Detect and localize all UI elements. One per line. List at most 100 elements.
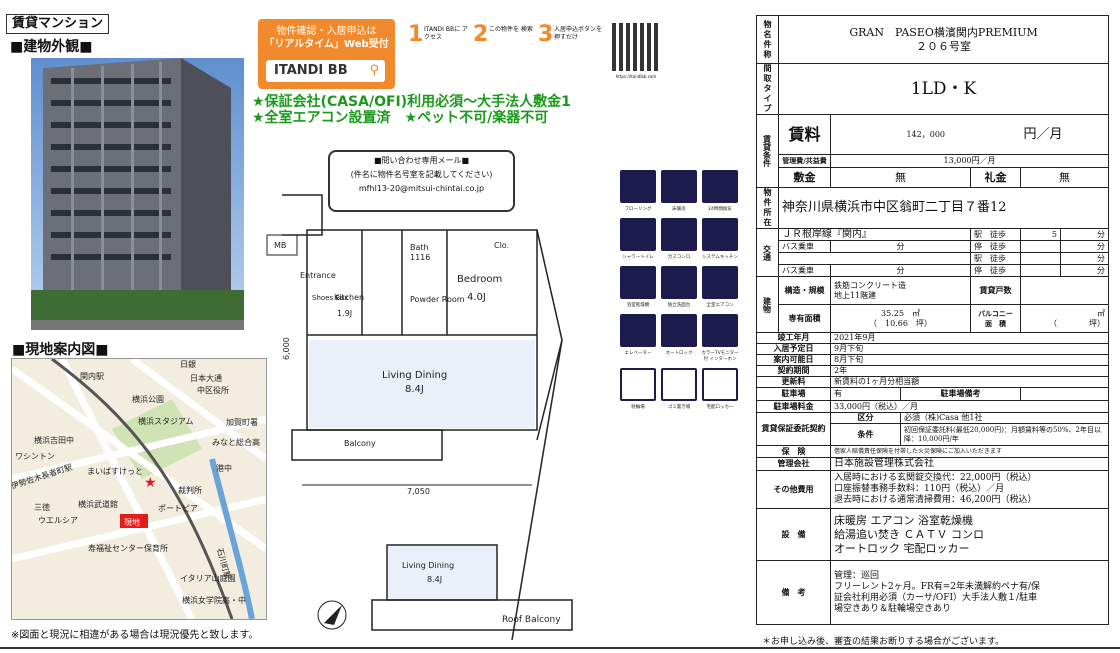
amenity-label: 床暖房 <box>672 207 686 212</box>
fp-bath-size: 1116 <box>410 253 430 262</box>
bus-minute: 分 <box>830 240 971 253</box>
built-value: 2021年9月 <box>829 332 1110 344</box>
elevator-icon <box>620 314 656 347</box>
amenity-label: 24時間換気 <box>708 207 732 212</box>
map-label: 三徳 <box>34 502 50 512</box>
map-label: 横浜スタジアム <box>138 416 193 426</box>
qr-code-icon[interactable] <box>612 23 660 71</box>
minute-unit: 分 <box>1059 264 1110 277</box>
minute-unit: 分 <box>1059 228 1110 241</box>
auto-lock-icon <box>661 314 697 347</box>
notice-line-1: ★保証会社(CASA/OFI)利用必須～大手法人敷金1 <box>252 94 571 110</box>
north-arrow-icon <box>317 600 347 630</box>
parking-note-label: 駐車場備考 <box>900 387 1021 401</box>
garbage-icon <box>661 368 697 401</box>
amenity-label: フローリング <box>624 207 652 212</box>
stop-cell: 停 徒歩 <box>970 264 1021 277</box>
fp-entrance: Entrance <box>300 271 336 280</box>
contact-email[interactable]: mfhl13-20@mitsui-chintai.co.jp <box>358 184 485 193</box>
parking-fee-value: 33,000円（税込）／月 <box>829 400 1110 413</box>
amenity-icons: フローリング 床暖房 24時間換気 シャワートイレ ガスコンロ システムキッチン… <box>618 170 750 420</box>
property-type-tag: 賃貸マンション <box>6 14 110 34</box>
property-name-cell: GRAN PASEO横濱関内PREMIUM ２０６号室 <box>777 15 1110 64</box>
itandi-search-box[interactable]: ITANDI BB ⚲ <box>266 60 385 82</box>
rent-unit: 円／月 <box>1020 114 1110 155</box>
move-in-value: 9月下旬 <box>829 343 1110 355</box>
amenity-label: オートロック <box>665 351 693 356</box>
insurance-value: 借家人賠償責任保険を付帯した火災保険にご加入いただきます <box>829 445 1110 458</box>
rent-label: 賃料 <box>778 114 831 155</box>
joken-value: 初回保証委託料(最低20,000円)：月額賃料等の50%、2年目以降：10,00… <box>899 423 1110 446</box>
walk-minutes: 5 <box>1020 228 1061 241</box>
map-title: ■現地案内図■ <box>12 342 109 358</box>
flooring-icon <box>620 170 656 203</box>
map-label: 裁判所 <box>178 485 202 495</box>
qr-caption: https://itandibb.com <box>615 74 657 79</box>
manager-value: 日本施設管理株式会社 <box>829 457 1110 471</box>
layout-label: 間取タイプ <box>756 63 779 115</box>
fp-living-size: 8.4J <box>405 384 424 395</box>
fp-bedroom: Bedroom <box>457 274 502 285</box>
fp-height-dim: 6,000 <box>282 337 291 360</box>
insurance-label: 保 険 <box>756 445 831 458</box>
itandi-headline: 物件確認・入居申込は 「リアルタイム」Web受付 <box>264 26 389 50</box>
property-name: GRAN PASEO横濱関内PREMIUM <box>849 25 1038 39</box>
bathroom-dryer-icon <box>620 266 656 299</box>
fp-living2-size: 8.4J <box>427 575 442 584</box>
remarks-value: 管理：巡回フリーレント2ヶ月。FR有=2年未満解約ペナ有/保証会社利用必須（カー… <box>829 560 1110 625</box>
mgmt-value: 13,000円／月 <box>829 154 1110 168</box>
minute-unit: 分 <box>1059 240 1110 253</box>
notice-text: ★保証会社(CASA/OFI)利用必須～大手法人敷金1 ★全室エアコン設置済 ★… <box>252 94 571 126</box>
area-value: 35.25 ㎡ （ 10.66 坪） <box>830 304 971 333</box>
map-label: 横浜女学院高・中 <box>182 595 246 605</box>
kubun-label: 区分 <box>830 412 901 424</box>
guarantor-label: 賃貸保証委託契約 <box>756 412 831 446</box>
layout-value: 1LD・K <box>777 63 1110 115</box>
amenity-label: システムキッチン <box>702 255 738 260</box>
fp-bath: Bath <box>410 243 429 252</box>
map-label: 横浜公園 <box>132 394 164 404</box>
stop-cell: 停 徒歩 <box>970 240 1021 253</box>
fp-kitchen: Kitchen <box>334 293 364 302</box>
site-marker: 現地 <box>124 517 140 527</box>
parking-label: 駐車場 <box>756 387 831 401</box>
ventilation-icon <box>702 170 738 203</box>
itandi-panel: 物件確認・入居申込は 「リアルタイム」Web受付 ITANDI BB ⚲ <box>258 19 395 89</box>
area-label: 専有面積 <box>778 304 831 333</box>
fp-kitchen-size: 1.9J <box>337 309 352 318</box>
minute-unit: 分 <box>1059 252 1110 265</box>
spec-sheet: 物名件称 GRAN PASEO横濱関内PREMIUM ２０６号室 間取タイプ 1… <box>756 15 1110 625</box>
notice-line-2: ★全室エアコン設置済 ★ペット不可/楽器不可 <box>252 110 549 126</box>
amenity-label: 宅配ロッカー <box>706 405 734 410</box>
fp-roof-balcony: Roof Balcony <box>502 615 561 625</box>
key-money-label: 礼金 <box>970 167 1021 188</box>
key-money-value: 無 <box>1019 167 1110 188</box>
station-cell: 駅 徒歩 <box>970 228 1021 241</box>
amenity-label: エレベーター <box>624 351 652 356</box>
map-label: 横浜吉田中 <box>34 435 74 445</box>
search-icon: ⚲ <box>369 63 379 78</box>
bicycle-icon <box>620 368 656 401</box>
amenity-label: 駐輪場 <box>631 405 645 410</box>
amenity-label: ゴミ置き場 <box>667 405 691 410</box>
top-border-strip <box>0 0 1120 6</box>
kubun-value: 必須（株)Casa 他1社 <box>899 412 1110 424</box>
name-label: 物名件称 <box>756 15 779 64</box>
system-kitchen-icon <box>702 218 738 251</box>
bottom-border <box>0 647 1120 649</box>
contact-box: ■問い合わせ専用メール■ (件名に物件名号室を記載してください) mfhl13-… <box>328 150 515 212</box>
bus-label: バス乗車 <box>778 240 831 253</box>
manager-label: 管理会社 <box>756 457 831 471</box>
parking-fee-label: 駐車場料金 <box>756 400 831 413</box>
address-label: 物件所在 <box>756 187 779 229</box>
washbasin-icon <box>661 266 697 299</box>
equipment-value: 床暖房 エアコン 浴室乾燥機給湯追い焚き ＣＡＴＶ コンロオートロック 宅配ロッ… <box>829 508 1110 561</box>
balcony-area-value: ㎡（ 坪） <box>1019 304 1110 333</box>
map-label: みなと総合高 <box>212 437 260 447</box>
station-cell: 駅 徒歩 <box>970 252 1021 265</box>
bus-minute: 分 <box>830 264 971 277</box>
equipment-label: 設 備 <box>756 508 831 561</box>
fp-powder-room: Powder Room <box>410 295 465 304</box>
map-label: まいばすけっと <box>87 467 143 476</box>
